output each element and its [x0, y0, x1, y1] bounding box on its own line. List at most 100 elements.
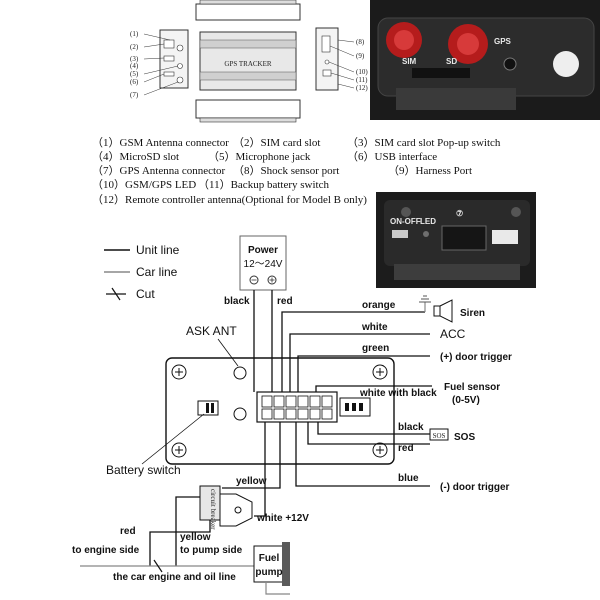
white-12v-label: white +12V — [256, 513, 309, 524]
screw-cross-tr — [376, 368, 384, 376]
legend-item-6: （6）USB interface — [347, 150, 437, 163]
cut-label: Cut — [136, 287, 155, 301]
battery-switch-label: Battery switch — [106, 463, 181, 477]
photo-onoff-label: ON-OFF — [390, 217, 421, 226]
door-neg-label: (-) door trigger — [440, 482, 510, 493]
pin-2 — [273, 395, 285, 408]
photo-top-mount — [396, 88, 516, 110]
fuel-pump: Fuel pump — [253, 542, 290, 595]
callout-1: (1) — [130, 30, 139, 38]
leader-6 — [143, 73, 165, 83]
leader-8 — [337, 39, 355, 43]
photo-white-connector — [492, 230, 518, 244]
callout-3: (3) — [130, 55, 139, 63]
legend-item-9: （9）Harness Port — [388, 164, 472, 177]
wire-red-sos — [307, 422, 430, 445]
acc-label: ACC — [440, 327, 466, 341]
battery-switch-leader — [141, 413, 205, 465]
pin-10 — [297, 408, 309, 420]
ask-ant-label: ASK ANT — [186, 324, 237, 338]
fuel-pin-3 — [359, 403, 363, 411]
pin-9 — [285, 408, 297, 420]
pin-5 — [309, 395, 321, 408]
photo-screw-right — [511, 207, 521, 217]
gps-antenna-highlight — [457, 33, 479, 55]
callout-7: (7) — [130, 91, 139, 99]
device-photo-harness: ON-OFF LED ⑦ — [376, 192, 536, 288]
legend-item-5: （5）Microphone jack — [208, 150, 311, 163]
sos-button — [429, 428, 449, 441]
leader-12 — [337, 83, 355, 89]
wire-orange — [281, 311, 425, 392]
legend-item-1: （1）GSM Antenna connector — [92, 136, 229, 149]
siren-label: Siren — [460, 308, 485, 319]
tracker-unit: ASK ANT Battery switch — [106, 324, 395, 477]
fuel-pump-box — [253, 545, 285, 583]
legend-item-12: （12）Remote controller antenna(Optional f… — [92, 193, 367, 206]
connector-shape — [176, 44, 184, 52]
photo-sim-slot — [412, 68, 470, 78]
led-shape — [324, 59, 330, 65]
switch-shape — [322, 69, 332, 77]
callout-5: (5) — [130, 70, 139, 78]
leader-1 — [143, 33, 171, 41]
device-top-view — [195, 3, 301, 21]
callout-11: (11) — [356, 76, 368, 84]
ask-ant-port — [233, 366, 247, 380]
wire-white — [289, 333, 430, 392]
circuit-breaker-hole — [234, 506, 242, 514]
photo-gps-label: GPS — [494, 37, 512, 46]
photo-usb — [553, 51, 579, 77]
callout-4: (4) — [130, 62, 139, 70]
leader-11 — [330, 72, 355, 81]
siren-icon — [439, 299, 453, 323]
wire-legend: Unit line Car line Cut — [104, 243, 180, 301]
legend-item-4: （4）MicroSD slot — [92, 150, 179, 163]
pin-3 — [285, 395, 297, 408]
callout-9: (9) — [356, 52, 365, 60]
usb-shape — [163, 71, 175, 77]
wire-black-sos — [317, 422, 430, 435]
leader-10 — [328, 61, 355, 73]
device-label: GPS TRACKER — [224, 60, 271, 68]
ground-icon — [419, 295, 431, 303]
harness-port-shape — [321, 35, 331, 53]
pin-7 — [261, 408, 273, 420]
photo-mic-jack — [503, 57, 517, 71]
callout-8: (8) — [356, 38, 365, 46]
device-top-rail — [199, 0, 297, 5]
sos-button-label: SOS — [433, 432, 446, 440]
car-line-label: Car line — [136, 265, 178, 279]
power-box — [239, 235, 287, 291]
device-right-view — [315, 27, 339, 91]
led-port — [233, 407, 247, 421]
leader-5 — [143, 65, 179, 75]
leader-7 — [143, 81, 179, 96]
ask-ant-leader — [217, 338, 239, 367]
photo-sim-label: SIM — [402, 57, 417, 66]
pump-label: pump — [255, 567, 282, 578]
callout-10: (10) — [356, 68, 368, 76]
photo-sd-label: SD — [446, 57, 457, 66]
wire-yellow — [222, 422, 281, 489]
unit-line-label: Unit line — [136, 243, 180, 257]
device-drawing: GPS TRACKER (1) (2) (3) (4) (5) (6) (7) … — [130, 0, 368, 123]
engine-red-label: red — [120, 526, 136, 537]
legend-item-7: （7）GPS Antenna connector — [92, 164, 226, 177]
red-sos-label: red — [398, 443, 414, 454]
wires — [222, 295, 432, 517]
to-engine-side-label: to engine side — [72, 545, 140, 556]
black-sos-label: black — [398, 422, 424, 433]
white-with-black-label: white with black — [359, 388, 437, 399]
legend-item-11: （11）Backup battery switch — [198, 178, 329, 191]
breaker-to-engine — [149, 520, 211, 566]
leader-2 — [143, 43, 165, 48]
device-bottom-view — [195, 99, 301, 119]
orange-label: orange — [362, 300, 396, 311]
white-label: white — [361, 322, 388, 333]
power-supply: Power 12～24V black red — [224, 235, 293, 318]
power-title: Power — [248, 245, 278, 256]
fuel-pump-shade — [282, 542, 290, 586]
photo-led — [423, 231, 429, 237]
